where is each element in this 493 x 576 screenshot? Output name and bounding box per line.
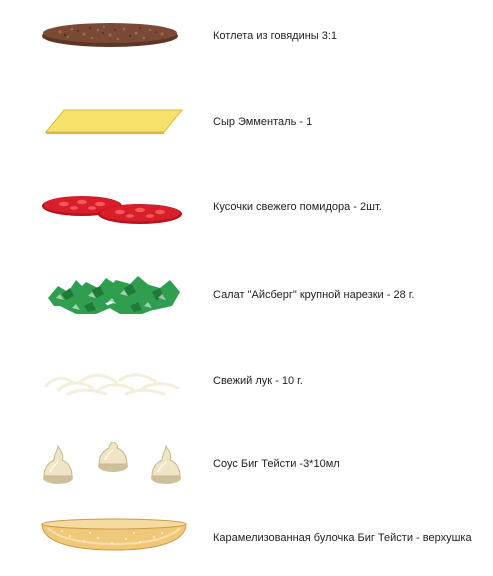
ingredient-label: Сыр Эмменталь - 1 (213, 116, 313, 128)
iceberg-lettuce-icon (48, 276, 180, 314)
ingredient-label: Кусочки свежего помидора - 2шт. (213, 201, 382, 213)
tomato-slices-icon (42, 196, 182, 224)
fresh-onion-icon (44, 373, 180, 396)
ingredient-label: Соус Биг Тейсти -3*10мл (213, 458, 340, 470)
beef-patty-icon (42, 23, 178, 47)
emmental-cheese-slice-icon (44, 109, 184, 134)
ingredient-label: Салат "Айсберг" крупной нарезки - 28 г. (213, 289, 415, 301)
ingredient-label: Котлета из говядины 3:1 (213, 30, 338, 42)
bun-top-icon (41, 518, 187, 551)
sauce-dollops-icon (43, 442, 181, 484)
ingredient-label: Свежий лук - 10 г. (213, 375, 303, 387)
ingredient-label: Карамелизованная булочка Биг Тейсти - ве… (213, 532, 472, 544)
